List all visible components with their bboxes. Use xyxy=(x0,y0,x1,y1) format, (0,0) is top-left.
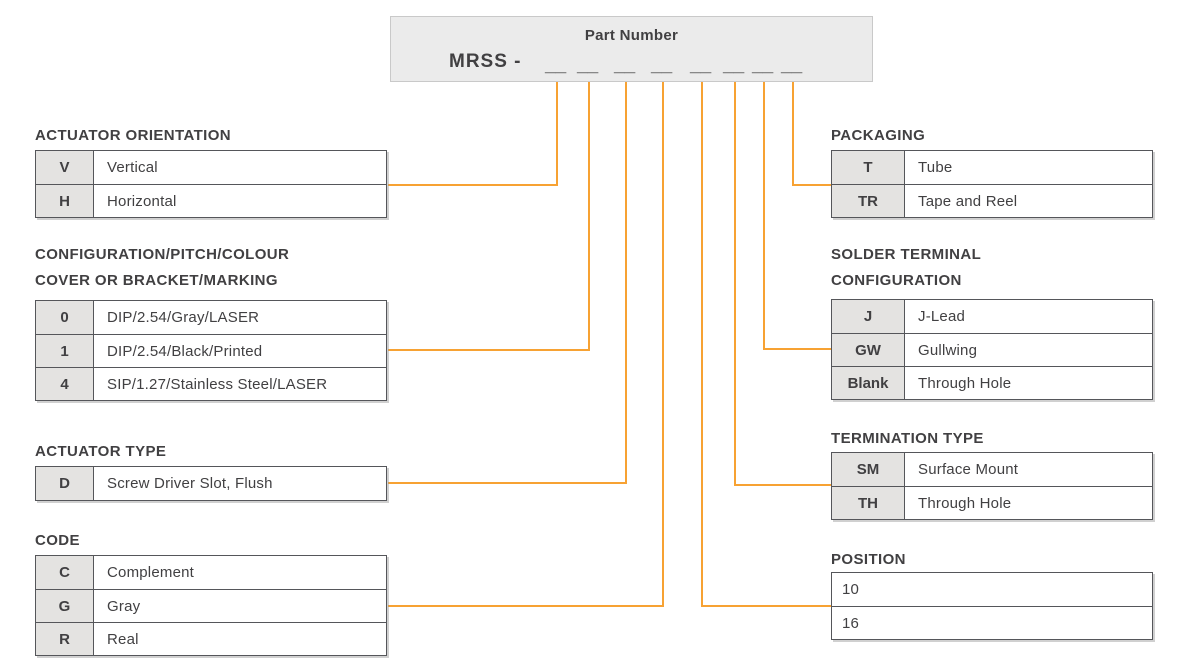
part-number-prefix: MRSS - xyxy=(449,51,522,72)
key-cell: 1 xyxy=(36,335,94,367)
key-cell: 0 xyxy=(36,301,94,334)
connector-blank2-configuration xyxy=(388,82,590,351)
lookup-table: J J-Lead GW Gullwing Blank Through Hole xyxy=(831,299,1153,400)
key-cell: 4 xyxy=(36,368,94,400)
section-title: ACTUATOR TYPE xyxy=(35,443,167,460)
value-cell: 16 xyxy=(842,614,860,632)
section-title: ACTUATOR ORIENTATION xyxy=(35,127,232,144)
value-cell: Horizontal xyxy=(107,192,177,210)
table-row: V Vertical xyxy=(36,151,386,184)
section-actuator-type: ACTUATOR TYPE D Screw Driver Slot, Flush xyxy=(35,439,387,501)
key-cell: Blank xyxy=(832,367,905,399)
lookup-table: 10 16 xyxy=(831,572,1153,640)
section-actuator-orientation: ACTUATOR ORIENTATION V Vertical H Horizo… xyxy=(35,123,387,218)
section-title: CONFIGURATION/PITCH/COLOUR xyxy=(35,246,290,263)
key-cell: V xyxy=(36,151,94,184)
section-packaging: PACKAGING T Tube TR Tape and Reel xyxy=(831,123,1153,218)
key-cell: GW xyxy=(832,334,905,366)
part-number-title: Part Number xyxy=(584,27,679,44)
section-title: PACKAGING xyxy=(831,127,926,144)
table-row: J J-Lead xyxy=(832,300,1152,333)
value-cell: SIP/1.27/Stainless Steel/LASER xyxy=(107,375,328,393)
section-position: POSITION 10 16 xyxy=(831,547,1153,640)
table-row: 4 SIP/1.27/Stainless Steel/LASER xyxy=(36,367,386,400)
table-row: TH Through Hole xyxy=(832,486,1152,519)
value-cell: Surface Mount xyxy=(918,461,1019,478)
section-title: CONFIGURATION xyxy=(831,272,962,289)
key-cell: D xyxy=(36,467,94,500)
table-row: C Complement xyxy=(36,556,386,589)
lookup-table: D Screw Driver Slot, Flush xyxy=(35,466,387,501)
value-cell: DIP/2.54/Black/Printed xyxy=(107,342,263,360)
part-number-blank: __ xyxy=(577,55,599,76)
connector-blank7-solder-terminal xyxy=(763,82,831,350)
key-cell: TH xyxy=(832,487,905,519)
part-number-blank: __ xyxy=(545,55,567,76)
table-row: 0 DIP/2.54/Gray/LASER xyxy=(36,301,386,334)
table-row: 10 xyxy=(832,573,1152,606)
part-number-blank: __ xyxy=(752,55,774,76)
lookup-table: SM Surface Mount TH Through Hole xyxy=(831,452,1153,520)
table-row: 16 xyxy=(832,606,1152,639)
table-row: Blank Through Hole xyxy=(832,366,1152,399)
value-cell: Gray xyxy=(107,597,141,615)
connector-blank1-actuator-orientation xyxy=(388,82,558,186)
value-cell: Tube xyxy=(918,159,953,176)
value-cell: DIP/2.54/Gray/LASER xyxy=(107,309,260,326)
table-row: SM Surface Mount xyxy=(832,453,1152,486)
connector-blank5-position xyxy=(701,82,831,607)
part-number-box: Part Number MRSS - __ __ __ __ __ __ __ … xyxy=(390,16,873,82)
table-row: R Real xyxy=(36,622,386,655)
table-row: D Screw Driver Slot, Flush xyxy=(36,467,386,500)
value-cell: Through Hole xyxy=(918,494,1012,512)
key-cell: R xyxy=(36,623,94,655)
section-termination-type: TERMINATION TYPE SM Surface Mount TH Thr… xyxy=(831,426,1153,520)
value-cell: Screw Driver Slot, Flush xyxy=(107,475,273,492)
lookup-table: T Tube TR Tape and Reel xyxy=(831,150,1153,218)
key-cell: TR xyxy=(832,185,905,217)
key-cell: J xyxy=(832,300,905,333)
section-title: COVER OR BRACKET/MARKING xyxy=(35,272,278,289)
value-cell: Complement xyxy=(107,564,195,581)
part-number-blank: __ xyxy=(781,55,803,76)
value-cell: Gullwing xyxy=(918,341,978,359)
value-cell: Vertical xyxy=(107,159,158,176)
section-solder-terminal-configuration: SOLDER TERMINAL CONFIGURATION J J-Lead G… xyxy=(831,242,1153,400)
lookup-table: C Complement G Gray R Real xyxy=(35,555,387,656)
table-row: GW Gullwing xyxy=(832,333,1152,366)
key-cell: H xyxy=(36,185,94,217)
value-cell: Through Hole xyxy=(918,374,1012,392)
section-title: POSITION xyxy=(831,551,906,568)
connector-blank4-code xyxy=(388,82,664,607)
lookup-table: V Vertical H Horizontal xyxy=(35,150,387,218)
table-row: TR Tape and Reel xyxy=(832,184,1152,217)
section-title: TERMINATION TYPE xyxy=(831,430,984,447)
key-cell: T xyxy=(832,151,905,184)
connector-blank3-actuator-type xyxy=(388,82,627,484)
part-number-blank: __ xyxy=(651,55,673,76)
table-row: H Horizontal xyxy=(36,184,386,217)
value-cell: Real xyxy=(107,630,139,648)
value-cell: J-Lead xyxy=(918,308,966,325)
table-row: T Tube xyxy=(832,151,1152,184)
key-cell: SM xyxy=(832,453,905,486)
section-configuration-pitch-colour: CONFIGURATION/PITCH/COLOUR COVER OR BRAC… xyxy=(35,242,387,401)
connector-blank8-packaging xyxy=(792,82,831,186)
lookup-table: 0 DIP/2.54/Gray/LASER 1 DIP/2.54/Black/P… xyxy=(35,300,387,401)
connector-blank6-termination-type xyxy=(734,82,831,486)
key-cell: G xyxy=(36,590,94,622)
part-number-blank: __ xyxy=(723,55,745,76)
section-code: CODE C Complement G Gray R Real xyxy=(35,528,387,656)
section-title: SOLDER TERMINAL xyxy=(831,246,982,263)
part-number-blank: __ xyxy=(614,55,636,76)
value-cell: 10 xyxy=(842,581,860,598)
value-cell: Tape and Reel xyxy=(918,192,1018,210)
table-row: G Gray xyxy=(36,589,386,622)
part-number-blank: __ xyxy=(690,55,712,76)
key-cell: C xyxy=(36,556,94,589)
table-row: 1 DIP/2.54/Black/Printed xyxy=(36,334,386,367)
section-title: CODE xyxy=(35,532,80,549)
